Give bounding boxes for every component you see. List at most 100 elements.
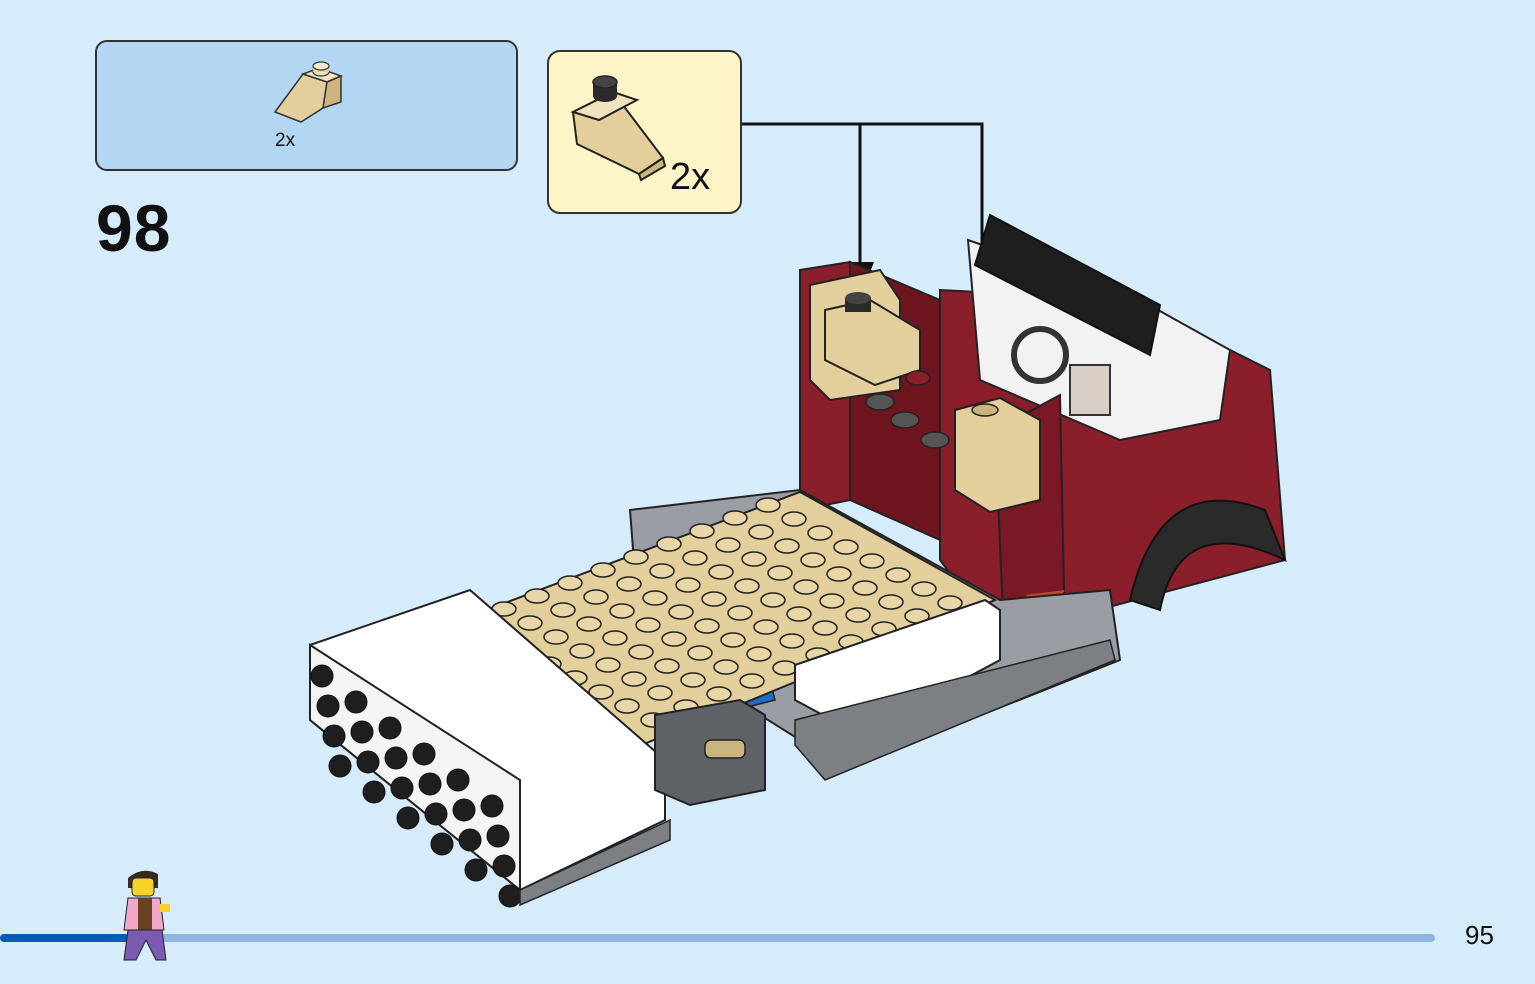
- plate-stud: [753, 619, 779, 635]
- front-stud: [486, 824, 510, 848]
- plate-stud: [713, 659, 739, 675]
- plate-stud: [583, 589, 609, 605]
- progress-track: [0, 934, 1435, 942]
- plate-stud: [543, 629, 569, 645]
- plate-stud: [741, 551, 767, 567]
- plate-stud: [635, 617, 661, 633]
- front-stud: [378, 716, 402, 740]
- plate-stud: [682, 550, 708, 566]
- plate-stud: [680, 672, 706, 688]
- plate-stud: [668, 604, 694, 620]
- plate-stud: [739, 673, 765, 689]
- plate-stud: [774, 538, 800, 554]
- plate-stud: [760, 592, 786, 608]
- plate-stud: [689, 523, 715, 539]
- page-number: 95: [1465, 920, 1494, 950]
- plate-stud: [656, 536, 682, 552]
- plate-stud: [588, 684, 614, 700]
- front-stud: [310, 664, 334, 688]
- plate-stud: [852, 580, 878, 596]
- plate-stud: [734, 578, 760, 594]
- plate-stud: [623, 549, 649, 565]
- plate-stud: [722, 510, 748, 526]
- plate-stud: [812, 620, 838, 636]
- plate-stud: [642, 590, 668, 606]
- front-stud: [396, 806, 420, 830]
- slope-brick-large-icon: [570, 75, 667, 182]
- front-stud: [492, 854, 516, 878]
- plate-stud: [793, 579, 819, 595]
- plate-stud: [878, 594, 904, 610]
- front-stud: [446, 768, 470, 792]
- front-stud: [464, 858, 488, 882]
- plate-stud: [614, 698, 640, 714]
- plate-stud: [628, 644, 654, 660]
- plate-stud: [701, 591, 727, 607]
- progress-bar: [0, 934, 1435, 942]
- plate-stud: [859, 553, 885, 569]
- plate-stud: [779, 633, 805, 649]
- front-stud: [430, 832, 454, 856]
- plate-stud: [687, 645, 713, 661]
- front-stud: [328, 754, 352, 778]
- front-stud: [390, 776, 414, 800]
- plate-stud: [706, 686, 732, 702]
- plate-stud: [885, 567, 911, 583]
- plate-stud: [755, 497, 781, 513]
- plate-stud: [708, 564, 734, 580]
- plate-stud: [595, 657, 621, 673]
- front-stud: [322, 724, 346, 748]
- step-number: 98: [96, 191, 172, 265]
- plate-stud: [524, 588, 550, 604]
- plate-stud: [819, 593, 845, 609]
- plate-stud: [694, 618, 720, 634]
- front-stud: [412, 742, 436, 766]
- plate-stud: [748, 524, 774, 540]
- plate-stud: [557, 575, 583, 591]
- plate-stud: [833, 539, 859, 555]
- plate-stud: [576, 616, 602, 632]
- plate-stud: [616, 576, 642, 592]
- plate-stud: [602, 630, 628, 646]
- front-stud: [480, 794, 504, 818]
- front-stud: [424, 802, 448, 826]
- plate-stud: [569, 643, 595, 659]
- plate-stud: [621, 671, 647, 687]
- front-stud: [350, 720, 374, 744]
- front-stud: [316, 694, 340, 718]
- front-stud: [384, 746, 408, 770]
- plate-stud: [720, 632, 746, 648]
- plate-stud: [649, 563, 675, 579]
- plate-stud: [517, 615, 543, 631]
- plate-stud: [590, 562, 616, 578]
- front-stud: [458, 828, 482, 852]
- plate-stud: [845, 607, 871, 623]
- plate-stud: [937, 595, 963, 611]
- plate-stud: [550, 602, 576, 618]
- plate-stud: [647, 685, 673, 701]
- callout-quantity: 2x: [670, 156, 711, 198]
- plate-stud: [911, 581, 937, 597]
- plate-stud: [609, 603, 635, 619]
- front-stud: [362, 780, 386, 804]
- plate-stud: [746, 646, 772, 662]
- parts-quantity: 2x: [275, 130, 296, 151]
- plate-stud: [675, 577, 701, 593]
- front-stud: [356, 750, 380, 774]
- plate-stud: [807, 525, 833, 541]
- front-stud: [418, 772, 442, 796]
- sub-assembly-callout: 2x: [547, 50, 742, 214]
- plate-stud: [781, 511, 807, 527]
- plate-stud: [654, 658, 680, 674]
- parts-list-box: 2x: [95, 40, 518, 171]
- front-stud: [344, 690, 368, 714]
- plate-stud: [786, 606, 812, 622]
- slope-brick-icon: [273, 61, 344, 123]
- plate-stud: [767, 565, 793, 581]
- plate-stud: [727, 605, 753, 621]
- front-stud: [452, 798, 476, 822]
- plate-stud: [715, 537, 741, 553]
- plate-stud: [661, 631, 687, 647]
